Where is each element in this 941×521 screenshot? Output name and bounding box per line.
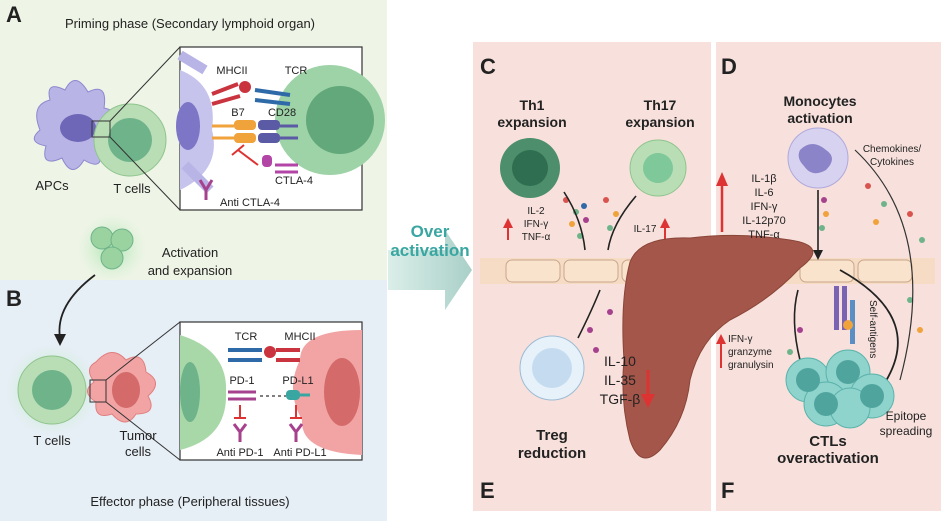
ctla4-label: CTLA-4 xyxy=(275,175,313,187)
ctl-label-1: CTLs xyxy=(809,433,847,450)
zoom-line-a2 xyxy=(109,136,181,211)
mhc-label-a: MHCII xyxy=(216,65,247,77)
panel-f-letter: F xyxy=(721,478,734,503)
epitope-label-1: Epitope xyxy=(886,409,927,423)
mono-cyt-4: TNF-α xyxy=(748,229,780,241)
treg-arrow xyxy=(577,289,601,339)
tcr-label-b: TCR xyxy=(235,331,258,343)
over-label-1: Over xyxy=(411,222,450,241)
cd28-label: CD28 xyxy=(268,107,296,119)
treg-label-2: reduction xyxy=(518,445,586,462)
zoom-box-a xyxy=(91,120,111,138)
epitope-arc xyxy=(839,269,899,391)
mono-arrowhead xyxy=(813,250,823,260)
mono-cyt-3: IL-12p70 xyxy=(742,215,785,227)
anti-pd1-label: Anti PD-1 xyxy=(216,447,263,459)
tcells-label-a: T cells xyxy=(113,181,151,196)
activation-arrow xyxy=(58,274,96,339)
mono-cyt-0: IL-1β xyxy=(751,173,776,185)
chemo-label-1: Chemokines/ xyxy=(863,144,922,155)
treg-cyt-1: IL-35 xyxy=(604,372,636,388)
activation-label-1: Activation xyxy=(162,245,218,260)
th17-cell xyxy=(629,139,687,197)
treg-label-1: Treg xyxy=(536,427,568,444)
ctl-up-arrow xyxy=(793,289,801,361)
panel-c-letter: C xyxy=(480,54,496,79)
anti-ctla4-label: Anti CTLA-4 xyxy=(220,197,280,209)
over-activation-arrow xyxy=(388,230,472,310)
pdl1-label: PD-L1 xyxy=(282,375,313,387)
th1-cyt-0: IL-2 xyxy=(527,206,545,217)
zoom-line-a1 xyxy=(109,46,181,122)
tumor-label-2: cells xyxy=(125,444,152,459)
t-cell-b xyxy=(6,344,98,436)
panel-a-letter: A xyxy=(6,2,22,27)
activation-label-2: and expansion xyxy=(148,263,233,278)
ctl-cyt-1: granzyme xyxy=(728,347,772,358)
inset-a xyxy=(176,46,385,211)
zoom-line-b1 xyxy=(105,321,181,381)
th17-arrow xyxy=(607,195,637,251)
tumor-label-1: Tumor xyxy=(119,428,157,443)
th1-arrow xyxy=(563,191,586,251)
ctl-cyt-up-arrow xyxy=(716,334,726,344)
panel-d-letter: D xyxy=(721,54,737,79)
b7-label: B7 xyxy=(231,107,244,119)
th1-label-1: Th1 xyxy=(520,97,545,113)
treg-down-arrow xyxy=(641,394,655,408)
ctl-cyt-0: IFN-γ xyxy=(728,334,752,345)
ctl-cyt-2: granulysin xyxy=(728,360,774,371)
ctl-cluster xyxy=(785,349,895,429)
ctl-label-2: overactivation xyxy=(777,450,879,467)
treg-cell xyxy=(519,335,585,401)
liver xyxy=(622,234,814,459)
zoom-line-b2 xyxy=(105,401,181,461)
activation-cluster xyxy=(78,214,146,282)
t-cell-a xyxy=(93,103,167,177)
chemo-label-2: Cytokines xyxy=(870,157,914,168)
tcells-label-b: T cells xyxy=(33,433,71,448)
treg-cyt-0: IL-10 xyxy=(604,353,636,369)
tcr-label-a: TCR xyxy=(285,65,308,77)
mono-cyt-1: IL-6 xyxy=(755,187,774,199)
panel-a-title: Priming phase (Secondary lymphoid organ) xyxy=(65,16,315,31)
epitope-label-2: spreading xyxy=(880,424,933,438)
apcs-label: APCs xyxy=(35,178,69,193)
anti-pdl1-label: Anti PD-L1 xyxy=(273,447,326,459)
il17-label: IL-17 xyxy=(634,224,657,235)
cytokine-dots-c xyxy=(563,197,619,239)
il17-up-arrow xyxy=(660,218,670,228)
mono-label-1: Monocytes xyxy=(783,93,856,109)
th17-label-1: Th17 xyxy=(644,97,677,113)
activation-arrowhead xyxy=(54,334,66,346)
monocyte-cell xyxy=(787,127,849,189)
cytokine-dots-d xyxy=(787,183,925,355)
th1-cyt-2: TNF-α xyxy=(522,232,551,243)
mono-label-2: activation xyxy=(787,110,852,126)
treg-cyt-2: TGF-β xyxy=(600,391,641,407)
panel-b-title: Effector phase (Peripheral tissues) xyxy=(90,494,289,509)
th1-label-2: expansion xyxy=(497,114,566,130)
th1-cyt-1: IFN-γ xyxy=(524,219,548,230)
th1-cell xyxy=(500,138,560,198)
self-antigens-label: Self-antigens xyxy=(867,300,878,358)
mono-cyt-2: IFN-γ xyxy=(751,201,778,213)
chemokine-arc xyxy=(854,149,914,381)
il2-up-arrow xyxy=(503,218,513,228)
th17-label-2: expansion xyxy=(625,114,694,130)
inset-b xyxy=(179,321,363,461)
mono-up-arrow xyxy=(716,172,728,186)
pd1-label: PD-1 xyxy=(229,375,254,387)
cytokine-dots-e xyxy=(587,309,613,353)
panel-b-letter: B xyxy=(6,286,22,311)
self-antigen-receptors xyxy=(834,286,855,344)
panel-e-letter: E xyxy=(480,478,495,503)
over-label-2: activation xyxy=(390,241,469,260)
zoom-box-b xyxy=(89,379,107,403)
mhc-label-b: MHCII xyxy=(284,331,315,343)
